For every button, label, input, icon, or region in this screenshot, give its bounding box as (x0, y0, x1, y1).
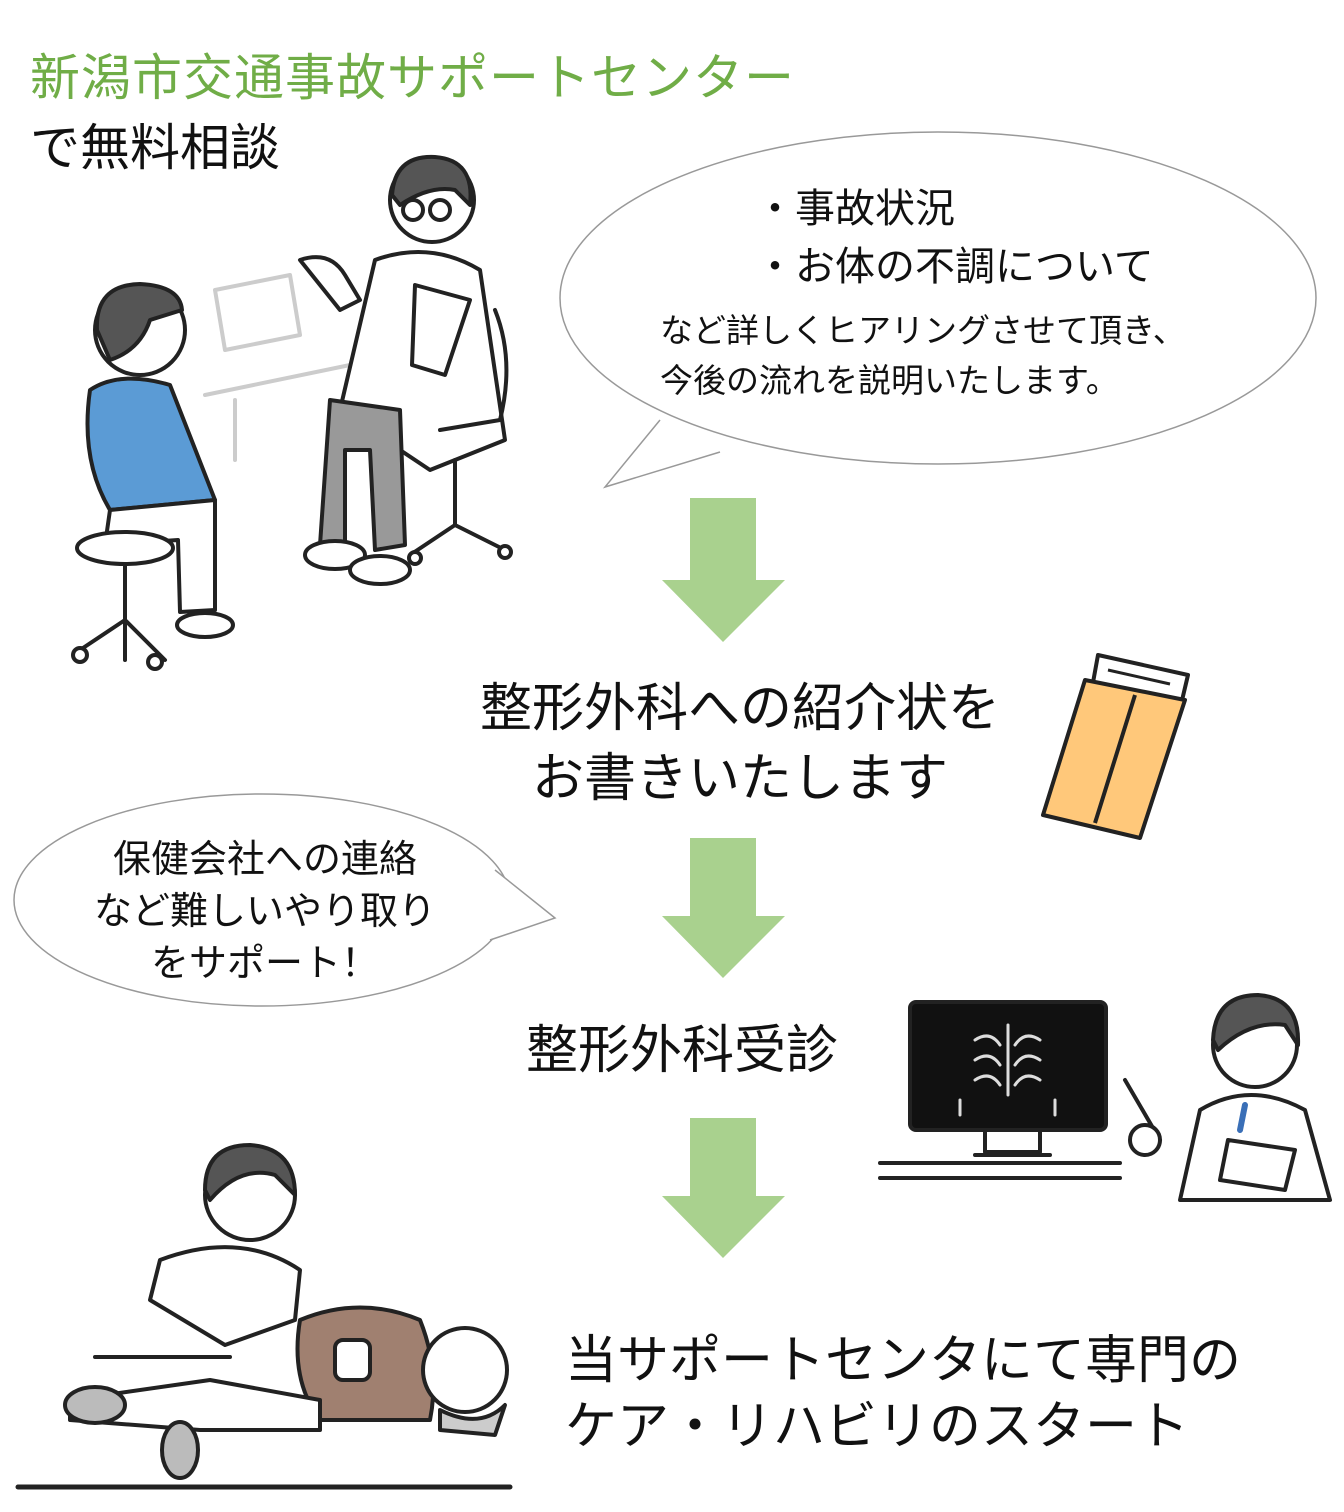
consult-text: 今後の流れを説明いたします。 (660, 361, 1119, 400)
support-text: 保健会社への連絡 (112, 837, 417, 881)
consultation-illustration (71, 154, 513, 671)
referral-text: 整形外科への紹介状を (479, 679, 1000, 739)
consult-item: ・事故状況 (755, 186, 955, 232)
support-text: をサポート！ (150, 941, 379, 985)
envelope-icon (1041, 653, 1190, 840)
page-title: 新潟市交通事故サポートセンター (30, 49, 795, 107)
consult-item: ・お体の不調について (755, 244, 1154, 290)
rehab-text: ケア・リハビリのスタート (565, 1397, 1190, 1457)
xray-doctor-illustration (878, 993, 1332, 1202)
rehab-text: 当サポートセンタにて専門の (565, 1331, 1242, 1391)
support-text: など難しいやり取り (93, 889, 436, 933)
orthopedic-visit-text: 整形外科受診 (526, 1021, 839, 1081)
referral-text: お書きいたします (531, 749, 948, 809)
page-subtitle: で無料相談 (30, 119, 280, 177)
speech-bubble-consult (559, 131, 1317, 489)
down-arrow-icon (662, 838, 785, 978)
rehabilitation-illustration (15, 1143, 513, 1490)
speech-bubble-support (13, 793, 557, 1007)
down-arrow-icon (662, 498, 785, 642)
down-arrow-icon (662, 1118, 785, 1258)
consult-text: など詳しくヒアリングさせて頂き、 (660, 311, 1186, 350)
